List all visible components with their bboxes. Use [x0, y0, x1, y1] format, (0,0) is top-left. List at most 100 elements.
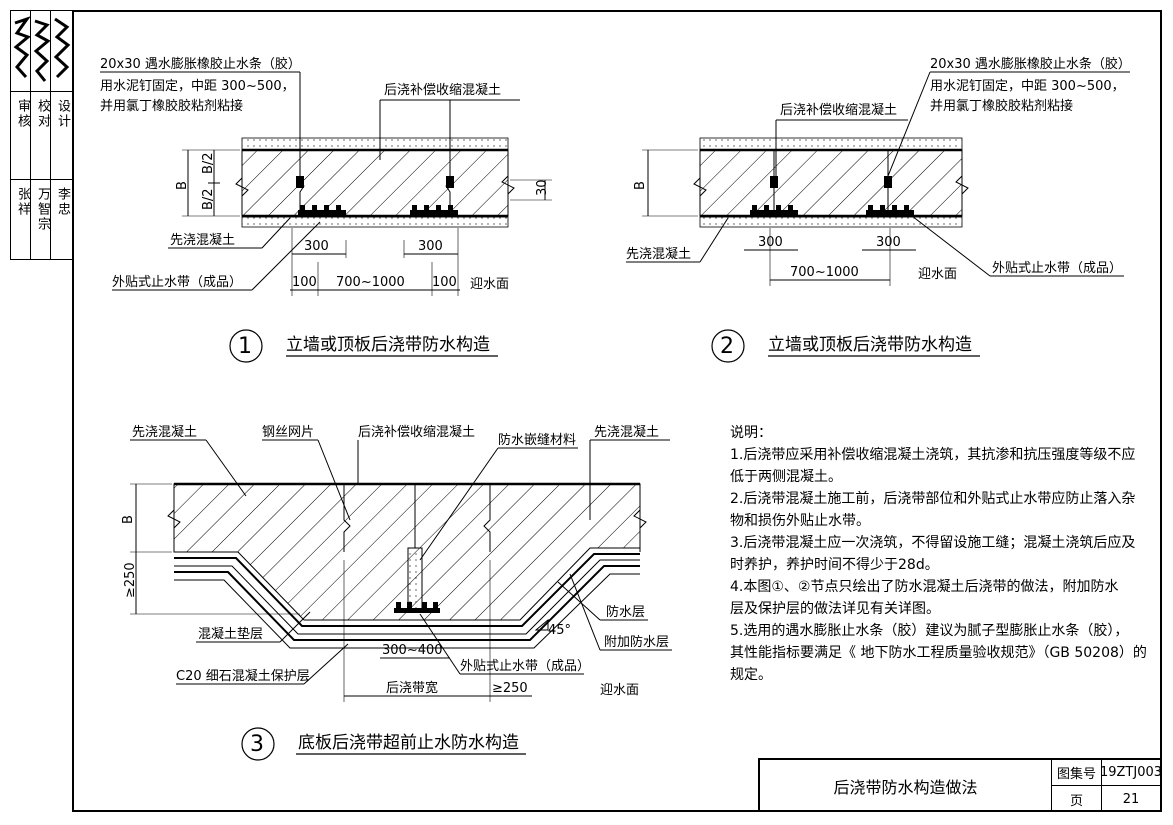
dim-100-right: 100 — [432, 275, 457, 290]
label-water-side: 迎水面 — [600, 683, 639, 698]
label-pre-concrete: 先浇混凝土 — [170, 232, 235, 248]
strip-col-2 — [31, 11, 51, 259]
dim-700-1000: 700~1000 — [336, 275, 405, 290]
label-cushion: 混凝土垫层 — [198, 626, 263, 642]
swelling-strip — [446, 176, 454, 188]
caption: 立墙或顶板后浇带防水构造 — [768, 335, 972, 355]
diagram-1: 20x30 遇水膨胀橡胶止水条（胶） 用水泥钉固定，中距 300~500， 并用… — [100, 56, 552, 363]
role-design: 设计 — [55, 99, 70, 129]
label-pre-concrete-left: 先浇混凝土 — [132, 424, 197, 440]
label-pre-concrete: 先浇混凝土 — [626, 246, 691, 262]
signature-marks — [13, 16, 71, 82]
swelling-strip — [770, 176, 778, 188]
caption: 立墙或顶板后浇带防水构造 — [286, 335, 490, 355]
label-water-side: 迎水面 — [470, 277, 509, 292]
note-line: 其性能指标要满足《 地下防水工程质量验收规范》（GB 50208）的 — [730, 645, 1147, 661]
sealant — [407, 547, 423, 611]
label-c20: C20 细石混凝土保护层 — [176, 668, 310, 684]
swelling-strip — [884, 176, 892, 188]
external-waterstop — [750, 205, 914, 215]
external-waterstop — [394, 602, 440, 613]
atlas-label: 图集号 — [1052, 760, 1102, 786]
page-number: 21 — [1122, 791, 1140, 807]
page-label: 页 — [1052, 786, 1102, 812]
role-check: 校对 — [35, 99, 50, 129]
label-post-concrete: 后浇补偿收缩混凝土 — [384, 82, 501, 98]
notes-heading: 说明： — [730, 425, 772, 441]
note-line: 低于两侧混凝土。 — [730, 469, 842, 485]
name-check: 万智宗 — [35, 187, 50, 232]
label-water-side: 迎水面 — [918, 267, 957, 282]
dim-300-right: 300 — [418, 239, 443, 254]
dim-250-vertical: ≥250 — [123, 562, 138, 598]
dim-post-pour-width: 后浇带宽 — [386, 680, 438, 696]
concrete-slab — [241, 149, 509, 217]
dim-b-half-1: B/2 — [201, 152, 216, 174]
dim-b: B — [633, 181, 648, 190]
strip-divider — [11, 179, 73, 180]
note-line: 4.本图①、②节点只绘出了防水混凝土后浇带的做法，附加防水 — [730, 579, 1119, 595]
swelling-strip — [296, 176, 304, 188]
role-review: 审核 — [15, 99, 30, 129]
detail-number: 2 — [720, 334, 734, 359]
diagram-3: 先浇混凝土 钢丝网片 后浇补偿收缩混凝土 防水嵌缝材料 先浇混凝土 防水层 附加… — [121, 424, 672, 761]
note-line: 1.后浇带应采用补偿收缩混凝土浇筑，其抗渗和抗压强度等级不应 — [730, 447, 1136, 463]
dim-300-400: 300~400 — [382, 643, 443, 658]
label-post-concrete: 后浇补偿收缩混凝土 — [780, 102, 897, 118]
label-pre-concrete-right: 先浇混凝土 — [594, 424, 659, 440]
label-waterproof-layer: 防水层 — [606, 604, 645, 620]
title-block: 后浇带防水构造做法 图集号 19ZTJ003 页 21 — [758, 758, 1162, 812]
waterproof-layer — [174, 553, 640, 627]
dim-700-1000: 700~1000 — [790, 265, 859, 280]
label-wire-mesh: 钢丝网片 — [262, 425, 314, 440]
dim-250-horizontal: ≥250 — [492, 681, 528, 696]
dim-b: B — [175, 181, 190, 190]
external-waterstop — [298, 205, 458, 215]
cushion-layer — [174, 573, 640, 649]
concrete-slab — [699, 149, 963, 217]
dim-b: B — [121, 515, 136, 524]
detail-number: 3 — [250, 732, 264, 757]
label-external-waterstop: 外贴式止水带（成品） — [112, 275, 242, 290]
note-line: 层及保护层的做法详见有关详图。 — [730, 601, 940, 617]
note-line: 5.选用的遇水膨胀止水条（胶）建议为腻子型膨胀止水条（胶）， — [730, 623, 1129, 639]
dim-100-left: 100 — [292, 275, 317, 290]
protection-layer — [174, 565, 640, 641]
callout-strip: 20x30 遇水膨胀橡胶止水条（胶） — [100, 56, 301, 72]
detail-number-circle — [711, 329, 745, 363]
strip-divider — [11, 91, 73, 92]
callout-fix: 用水泥钉固定，中距 300~500， — [100, 79, 295, 94]
top-layer — [241, 137, 509, 151]
detail-number-circle — [229, 329, 263, 363]
notes-block: 说明： 1.后浇带应采用补偿收缩混凝土浇筑，其抗渗和抗压强度等级不应 低于两侧混… — [730, 422, 1147, 686]
atlas-number: 19ZTJ003 — [1100, 760, 1162, 786]
callout-strip: 20x30 遇水膨胀橡胶止水条（胶） — [930, 56, 1131, 72]
label-external-waterstop: 外贴式止水带（成品） — [992, 261, 1122, 276]
label-external-waterstop: 外贴式止水带（成品） — [460, 659, 590, 674]
note-line: 规定。 — [730, 667, 772, 683]
diagram-2: 20x30 遇水膨胀橡胶止水条（胶） 用水泥钉固定，中距 300~500， 并用… — [626, 56, 1131, 363]
detail-number: 1 — [238, 334, 252, 359]
dim-b-half-2: B/2 — [201, 188, 216, 210]
note-line: 时养护，养护时间不得少于28d。 — [730, 557, 939, 573]
dim-300-left: 300 — [758, 235, 783, 250]
dim-30: 30 — [535, 179, 550, 196]
dim-300-left: 300 — [304, 239, 329, 254]
note-line: 物和损伤外贴止水带。 — [730, 513, 870, 529]
name-review: 张祥 — [15, 187, 30, 217]
signature-strip: 审核 校对 设计 张祥 万智宗 李忠 — [10, 10, 73, 260]
name-design: 李忠 — [55, 187, 70, 217]
bottom-layer — [241, 216, 509, 228]
label-extra-waterproof: 附加防水层 — [604, 634, 669, 650]
label-post-concrete: 后浇补偿收缩混凝土 — [358, 424, 475, 440]
callout-glue: 并用氯丁橡胶胶粘剂粘接 — [930, 98, 1073, 114]
label-sealant: 防水嵌缝材料 — [498, 432, 576, 448]
dim-300-right: 300 — [876, 235, 901, 250]
callout-fix: 用水泥钉固定，中距 300~500， — [930, 79, 1125, 94]
detail-number-circle — [241, 727, 275, 761]
drawing-frame — [72, 10, 1162, 812]
note-line: 3.后浇带混凝土应一次浇筑，不得留设施工缝；混凝土浇筑后应及 — [730, 535, 1136, 551]
dim-45-degree: 45° — [548, 623, 571, 638]
note-line: 2.后浇带混凝土施工前，后浇带部位和外贴式止水带应防止落入杂 — [730, 491, 1136, 507]
